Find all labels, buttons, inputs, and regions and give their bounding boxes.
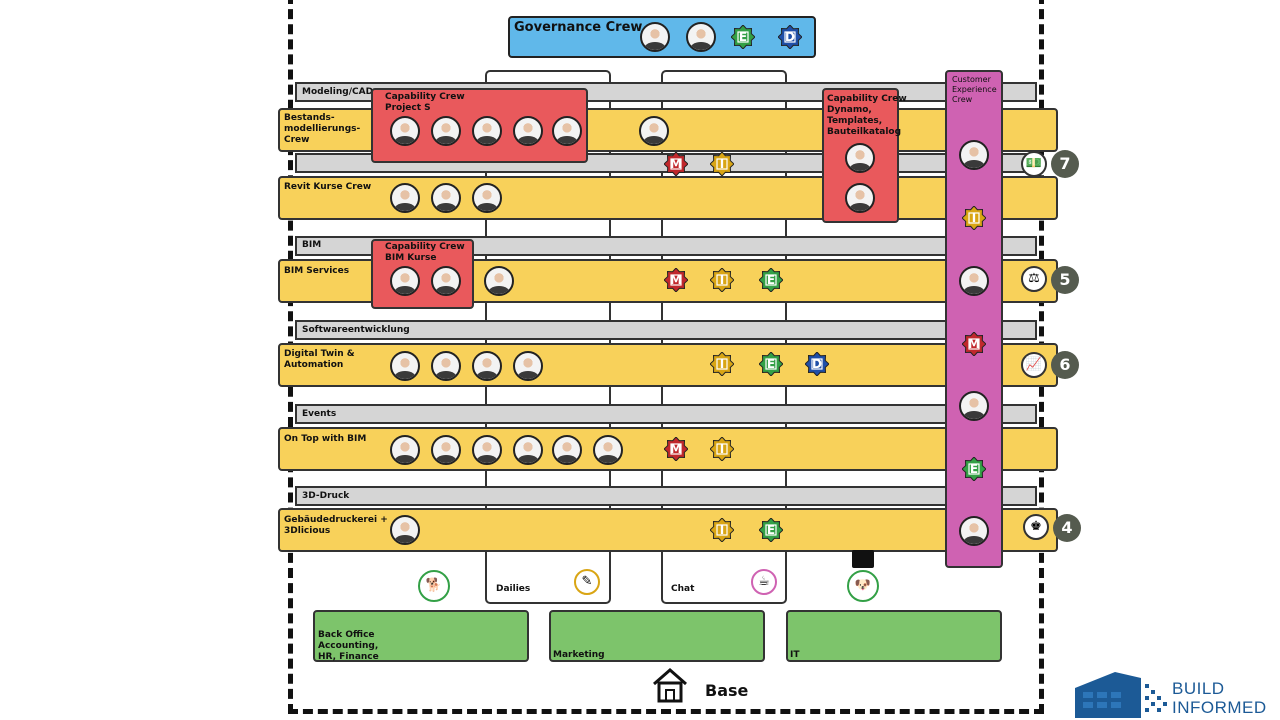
avatar: [431, 435, 461, 465]
category-bar: [295, 404, 1037, 424]
number-badge: 4: [1053, 514, 1081, 542]
category-label: Softwareentwicklung: [302, 325, 410, 335]
badge-m-icon: M: [664, 437, 688, 461]
number-badge: 7: [1051, 150, 1079, 178]
badge-i-icon: I: [710, 518, 734, 542]
avatar: [959, 516, 989, 546]
badge-e-icon: E: [759, 352, 783, 376]
number-badge: 6: [1051, 351, 1079, 379]
it-box: [786, 610, 1002, 662]
category-bar: [295, 320, 1037, 340]
avatar: [513, 351, 543, 381]
dog-icon: 🐕: [418, 570, 450, 602]
avatar: [593, 435, 623, 465]
avatar: [472, 351, 502, 381]
badge-d-icon: D: [805, 352, 829, 376]
capability-crew-label: Capability Crew Project S: [385, 92, 465, 113]
growth-chart-icon: 📈: [1021, 352, 1047, 378]
category-label: BIM: [302, 240, 322, 250]
avatar: [959, 140, 989, 170]
broom-icon: ✎: [574, 569, 600, 595]
avatar: [390, 351, 420, 381]
badge-i-icon: I: [962, 206, 986, 230]
avatar: [472, 116, 502, 146]
capability-crew-label: Capability Crew Dynamo, Templates, Baute…: [827, 94, 907, 137]
category-label: Events: [302, 409, 337, 419]
avatar: [484, 266, 514, 296]
avatar: [513, 116, 543, 146]
crew-label: Digital Twin & Automation: [284, 349, 355, 370]
category-bar: [295, 236, 1037, 256]
avatar: [845, 183, 875, 213]
badge-e-icon: E: [962, 457, 986, 481]
avatar: [390, 183, 420, 213]
avatar: [431, 266, 461, 296]
avatar: [513, 435, 543, 465]
house-icon: [653, 668, 687, 703]
build-informed-logo-icon: [1075, 672, 1167, 718]
avatar: [390, 266, 420, 296]
number-badge: 5: [1051, 266, 1079, 294]
back-office-box: [313, 610, 529, 662]
avatar: [959, 266, 989, 296]
scale-icon: ⚖: [1021, 266, 1047, 292]
marketing-box: [549, 610, 765, 662]
logo-text-line2: INFORMED: [1172, 698, 1267, 717]
avatar: [552, 435, 582, 465]
logo-text-line1: BUILD: [1172, 679, 1225, 698]
marketing-label: Marketing: [553, 650, 605, 660]
badge-m-icon: M: [664, 152, 688, 176]
base-label: Base: [705, 681, 749, 700]
crew-label: Gebäudedruckerei + 3Dlicious: [284, 515, 388, 536]
avatar: [431, 183, 461, 213]
dog-with-hat-icon: 🐶: [847, 570, 879, 602]
chess-king-icon: ♚: [1023, 514, 1049, 540]
badge-e-icon: E: [731, 25, 755, 49]
avatar: [959, 391, 989, 421]
back-office-label: Back Office Accounting, HR, Finance: [318, 630, 379, 662]
crew-label: Bestands- modellierungs- Crew: [284, 113, 361, 145]
crew-label: On Top with BIM: [284, 434, 367, 444]
governance-crew-title: Governance Crew: [514, 20, 643, 35]
avatar: [390, 116, 420, 146]
avatar: [845, 143, 875, 173]
badge-d-icon: D: [778, 25, 802, 49]
customer-experience-label: Customer Experience Crew: [952, 75, 997, 104]
capability-crew-label: Capability Crew BIM Kurse: [385, 242, 465, 263]
crew-label: BIM Services: [284, 266, 350, 276]
it-label: IT: [790, 650, 800, 660]
badge-e-icon: E: [759, 518, 783, 542]
category-label: 3D-Druck: [302, 491, 350, 501]
avatar: [472, 435, 502, 465]
avatar: [472, 183, 502, 213]
money-icon: 💵: [1021, 151, 1047, 177]
badge-m-icon: M: [962, 332, 986, 356]
badge-e-icon: E: [759, 268, 783, 292]
badge-i-icon: I: [710, 352, 734, 376]
badge-m-icon: M: [664, 268, 688, 292]
category-label: Modeling/CAD: [302, 87, 374, 97]
category-bar: [295, 486, 1037, 506]
top-hat-icon: [852, 550, 874, 568]
chat-icon: ☕: [751, 569, 777, 595]
avatar: [390, 435, 420, 465]
avatar: [431, 351, 461, 381]
badge-i-icon: I: [710, 437, 734, 461]
avatar: [639, 116, 669, 146]
badge-i-icon: I: [710, 268, 734, 292]
avatar: [431, 116, 461, 146]
avatar: [686, 22, 716, 52]
pillar-label-dailies: Dailies: [496, 584, 531, 594]
avatar: [640, 22, 670, 52]
crew-label: Revit Kurse Crew: [284, 182, 372, 192]
pillar-label-chat: Chat: [671, 584, 695, 594]
avatar: [390, 515, 420, 545]
badge-i-icon: I: [710, 152, 734, 176]
avatar: [552, 116, 582, 146]
